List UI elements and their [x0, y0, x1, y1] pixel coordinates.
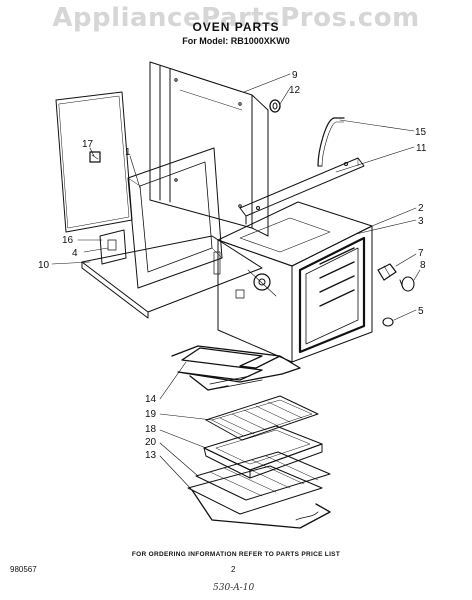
document-number: 980567 [10, 565, 37, 574]
callout-19: 19 [145, 409, 157, 420]
page-number: 2 [231, 565, 236, 574]
watermark: AppliancePartsPros.com [52, 3, 420, 33]
cabinet-frame-drawing [149, 61, 281, 237]
bake-element-drawing [171, 345, 301, 391]
callout-1: 1 [125, 147, 131, 158]
oven-light-drawing [377, 263, 415, 327]
callout-14: 14 [145, 394, 157, 405]
callout-3: 3 [418, 216, 424, 227]
callout-10: 10 [38, 260, 50, 271]
callout-9: 9 [292, 70, 298, 81]
callout-17: 17 [82, 139, 94, 150]
oven-cavity-drawing [213, 117, 373, 363]
broiler-pan-drawing [203, 425, 323, 479]
bottom-pan-drawing [81, 229, 263, 319]
callout-8: 8 [420, 260, 426, 271]
callout-numbers: 9 12 15 11 17 1 2 3 16 4 10 7 8 5 14 19 … [38, 70, 427, 461]
callout-20: 20 [145, 437, 157, 448]
oven-rack-drawing [195, 451, 331, 501]
callout-15: 15 [415, 127, 427, 138]
side-panel-drawing [55, 91, 133, 233]
callout-leaders [51, 73, 421, 491]
callout-16: 16 [62, 235, 74, 246]
panel-clip-drawing [89, 151, 101, 163]
model-subtitle: For Model: RB1000XKW0 [182, 36, 290, 46]
handwritten-note: 530-A-10 [213, 583, 255, 593]
callout-7: 7 [418, 248, 424, 259]
broiler-grid-drawing [205, 395, 319, 441]
callout-18: 18 [145, 424, 157, 435]
front-frame-drawing [127, 147, 223, 289]
callout-13: 13 [145, 450, 157, 461]
callout-2: 2 [418, 203, 424, 214]
callout-4: 4 [72, 248, 78, 259]
lower-rack-drawing [187, 465, 331, 529]
ordering-note: FOR ORDERING INFORMATION REFER TO PARTS … [131, 551, 341, 558]
page-title: OVEN PARTS [192, 20, 280, 34]
callout-12: 12 [289, 85, 301, 96]
support-rail-drawing [239, 157, 365, 225]
callout-11: 11 [416, 143, 427, 154]
callout-5: 5 [418, 306, 424, 317]
